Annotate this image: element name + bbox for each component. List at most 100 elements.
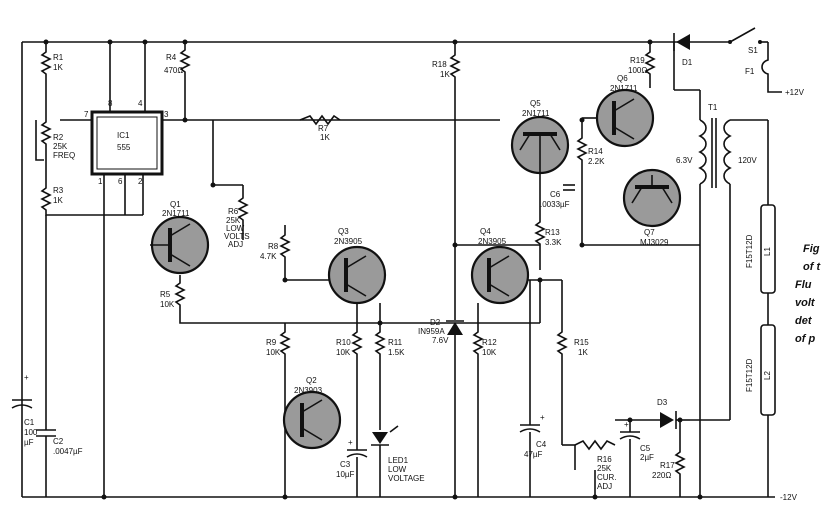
transistor-q4: Q4 2N3905 xyxy=(470,227,530,305)
transistor-q2: Q2 2N3903 xyxy=(282,376,342,450)
resistor-r16: R16 25K CUR. ADJ xyxy=(562,439,617,497)
svg-text:470Ω: 470Ω xyxy=(164,66,183,75)
svg-text:+: + xyxy=(24,373,29,382)
capacitor-c6: C6 .0033µF xyxy=(540,184,575,209)
svg-text:+: + xyxy=(540,413,545,422)
resistor-r15: R15 1K xyxy=(556,280,589,445)
resistor-r14: R14 2.2K xyxy=(576,120,605,245)
svg-text:IC1: IC1 xyxy=(117,131,130,140)
svg-text:R15: R15 xyxy=(574,338,589,347)
svg-text:2N3905: 2N3905 xyxy=(478,237,507,246)
svg-text:volt: volt xyxy=(795,297,816,309)
svg-text:Flu: Flu xyxy=(795,279,812,291)
svg-text:2N3905: 2N3905 xyxy=(334,237,363,246)
svg-text:R5: R5 xyxy=(160,290,171,299)
svg-text:R12: R12 xyxy=(482,338,497,347)
svg-text:R9: R9 xyxy=(266,338,277,347)
svg-text:1: 1 xyxy=(98,177,103,186)
svg-text:L2: L2 xyxy=(763,371,772,380)
capacitor-c3: + C3 10µF xyxy=(336,438,368,497)
svg-text:VOLTAGE: VOLTAGE xyxy=(388,474,425,483)
figure-caption: Fig of t Flu volt det of p xyxy=(795,243,821,345)
svg-text:MJ3029: MJ3029 xyxy=(640,238,669,247)
svg-text:IN959A: IN959A xyxy=(418,327,445,336)
svg-text:1K: 1K xyxy=(53,63,63,72)
resistor-r17: R17 220Ω xyxy=(652,420,686,497)
svg-text:Fig: Fig xyxy=(803,243,820,255)
svg-text:100: 100 xyxy=(24,428,38,437)
svg-text:7: 7 xyxy=(84,110,89,119)
svg-text:T1: T1 xyxy=(708,103,718,112)
svg-text:Q5: Q5 xyxy=(530,99,541,108)
svg-text:Q1: Q1 xyxy=(170,200,181,209)
svg-text:R3: R3 xyxy=(53,186,64,195)
resistor-r12: R12 10K xyxy=(472,303,497,497)
svg-text:D2: D2 xyxy=(430,318,441,327)
capacitor-c2: C2 .0047µF xyxy=(36,215,83,497)
svg-text:120V: 120V xyxy=(738,156,757,165)
svg-text:4: 4 xyxy=(138,99,143,108)
svg-text:1K: 1K xyxy=(440,70,450,79)
svg-text:R14: R14 xyxy=(588,147,603,156)
svg-text:10K: 10K xyxy=(482,348,497,357)
resistor-r6: R6 25K LOW VOLTS ADJ xyxy=(213,184,250,249)
svg-text:10K: 10K xyxy=(336,348,351,357)
svg-text:ADJ: ADJ xyxy=(597,482,612,491)
svg-text:R13: R13 xyxy=(545,228,560,237)
resistor-r10: R10 10K xyxy=(336,303,363,450)
svg-text:CUR.: CUR. xyxy=(597,473,617,482)
svg-text:C5: C5 xyxy=(640,444,651,453)
svg-text:6: 6 xyxy=(118,177,123,186)
positive-rail-label: +12V xyxy=(785,88,805,97)
svg-text:+: + xyxy=(624,420,629,429)
svg-text:R16: R16 xyxy=(597,455,612,464)
svg-text:2N1711: 2N1711 xyxy=(522,109,550,118)
svg-text:555: 555 xyxy=(117,143,131,152)
svg-text:det: det xyxy=(795,315,813,327)
svg-text:2N3903: 2N3903 xyxy=(294,386,323,395)
resistor-r9: R9 10K xyxy=(266,323,291,497)
svg-text:C4: C4 xyxy=(536,440,547,449)
svg-text:220Ω: 220Ω xyxy=(652,471,671,480)
svg-text:R2: R2 xyxy=(53,133,64,142)
svg-text:R19: R19 xyxy=(630,56,645,65)
svg-text:Q6: Q6 xyxy=(617,74,628,83)
svg-text:4.7K: 4.7K xyxy=(260,252,277,261)
svg-text:+: + xyxy=(348,438,353,447)
svg-text:LOW: LOW xyxy=(226,224,245,233)
svg-text:of p: of p xyxy=(795,333,815,345)
svg-text:C2: C2 xyxy=(53,437,64,446)
svg-text:3: 3 xyxy=(164,110,169,119)
svg-text:R6: R6 xyxy=(228,207,239,216)
svg-text:25K: 25K xyxy=(226,216,241,225)
svg-text:D1: D1 xyxy=(682,58,693,67)
svg-text:47µF: 47µF xyxy=(524,450,543,459)
led1: LED1 LOW VOLTAGE xyxy=(371,425,425,497)
svg-text:2N1711: 2N1711 xyxy=(610,84,638,93)
svg-text:2µF: 2µF xyxy=(640,453,654,462)
resistor-r13: R13 3.3K xyxy=(534,180,562,270)
svg-text:R1: R1 xyxy=(53,53,64,62)
svg-text:7.6V: 7.6V xyxy=(432,336,449,345)
svg-text:ADJ: ADJ xyxy=(228,240,243,249)
svg-text:F15T12D: F15T12D xyxy=(745,358,754,392)
diode-d1: D1 xyxy=(673,33,730,67)
svg-text:F15T12D: F15T12D xyxy=(745,234,754,268)
svg-text:6.3V: 6.3V xyxy=(676,156,693,165)
svg-text:R8: R8 xyxy=(268,242,279,251)
fuse-f1: F1 +12V xyxy=(745,42,805,97)
svg-text:1.5K: 1.5K xyxy=(388,348,405,357)
resistor-r4: R4 470Ω xyxy=(164,42,191,120)
svg-text:LOW: LOW xyxy=(388,465,407,474)
resistor-r3: R3 1K xyxy=(40,180,143,216)
transistor-q6: Q6 2N1711 xyxy=(582,74,655,148)
capacitor-c5: + C5 2µF xyxy=(619,420,654,497)
resistor-r1: R1 1K xyxy=(40,42,64,100)
svg-text:S1: S1 xyxy=(748,46,758,55)
svg-text:1K: 1K xyxy=(320,133,330,142)
svg-text:Q4: Q4 xyxy=(480,227,491,236)
svg-text:3.3K: 3.3K xyxy=(545,238,562,247)
negative-rail-label: -12V xyxy=(780,493,798,502)
lamp-l1: F15T12D L1 xyxy=(745,204,776,294)
